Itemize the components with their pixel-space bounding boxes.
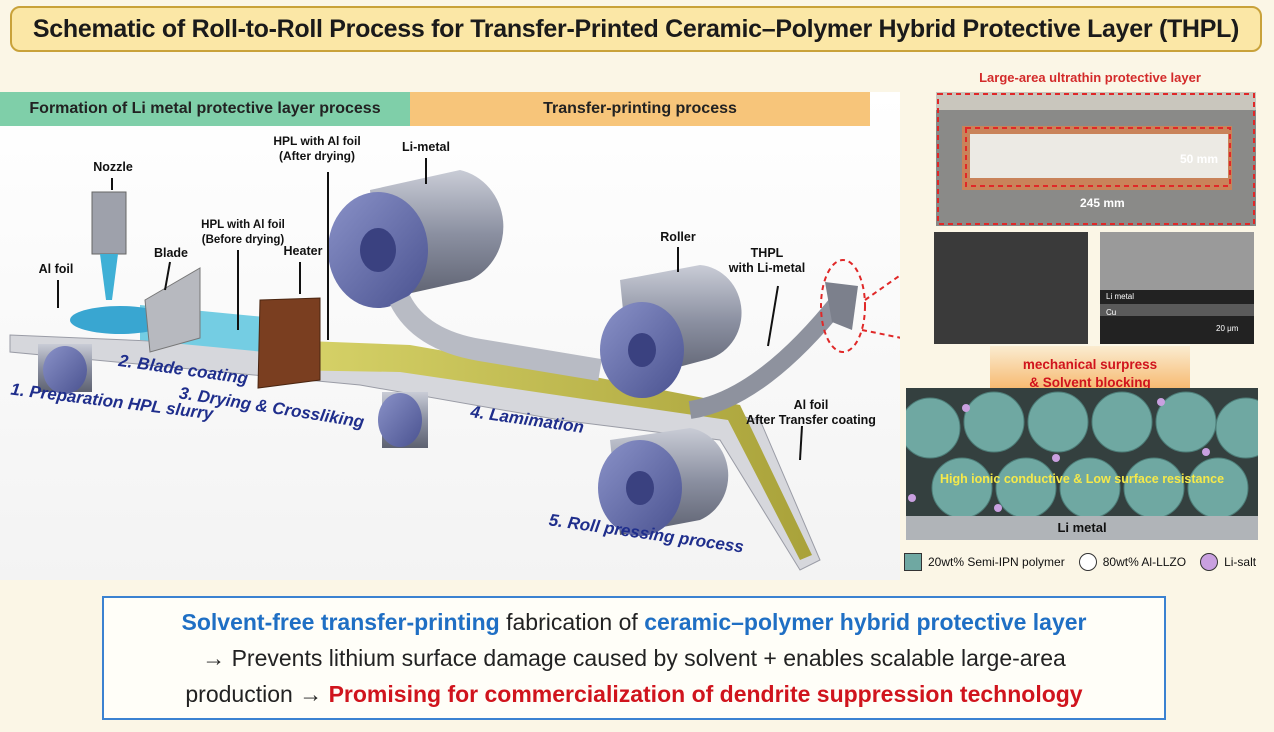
summary-box: Solvent-free transfer-printing fabricati… [102,596,1166,720]
summary-line1: Solvent-free transfer-printing fabricati… [104,604,1164,640]
label-al-foil-after-line2: After Transfer coating [746,413,876,427]
label-hpl-after: HPL with Al foil (After drying) [262,134,372,164]
label-li-metal: Li-metal [402,140,450,154]
page-title: Schematic of Roll-to-Roll Process for Tr… [10,6,1262,52]
label-thpl-line2: with Li-metal [728,261,806,275]
dim-width: 50 mm [1180,152,1219,166]
sem-top-view [934,232,1088,344]
legend-llzo: 80wt% Al-LLZO [1102,555,1187,569]
label-hpl-after-line2: (After drying) [279,149,355,163]
top-note-line1: mechanical surpress [1022,357,1158,372]
band-transfer: Transfer-printing process [410,92,870,126]
legend-polymer: 20wt% Semi-IPN polymer [928,555,1065,569]
middle-note: High ionic conductive & Low surface resi… [939,472,1225,486]
right-panel-title: Large-area ultrathin protective layer [979,70,1201,85]
sem-scale-label: 20 μm [1216,324,1239,333]
sem-cross-section: Li metal Cu 20 μm [1100,232,1254,344]
legend-llzo-swatch [1078,553,1097,571]
label-al-foil: Al foil [38,262,74,276]
blade-shape [144,267,201,353]
label-nozzle: Nozzle [93,160,133,174]
sem-li-label: Li metal [1106,292,1135,301]
legend-salt-swatch [1200,553,1219,571]
process-figure [0,92,900,580]
legend: 20wt% Semi-IPN polymer 80wt% Al-LLZO Li-… [904,552,1274,572]
summary-highlight-3: Promising for commercialization of dendr… [328,681,1083,707]
nozzle-drop [100,254,118,300]
label-heater: Heater [283,244,323,258]
summary-text-1: fabrication of [499,609,645,635]
nozzle-body [91,191,127,255]
label-hpl-before-line1: HPL with Al foil [201,219,285,231]
sem-cu-label: Cu [1106,308,1117,317]
summary-highlight-2: ceramic–polymer hybrid protective layer [644,609,1087,635]
dim-length: 245 mm [1080,196,1125,210]
band-formation: Formation of Li metal protective layer p… [0,92,410,126]
hpl-film [280,340,812,560]
label-thpl-line1: THPL [750,246,784,260]
label-hpl-before-line2: (Before drying) [201,234,285,246]
callout-arrows [57,158,803,461]
heater-block [257,297,321,389]
label-blade: Blade [153,246,189,260]
summary-highlight-1: Solvent-free transfer-printing [181,609,500,635]
structure-illustration: High ionic conductive & Low surface resi… [906,388,1258,540]
thpl-output [688,294,848,419]
slurry-puddle [70,306,170,334]
summary-line3: production → Promising for commercializa… [104,676,1164,712]
legend-salt: Li-salt [1224,555,1257,569]
base-label: Li metal [1057,520,1107,535]
spheres-drawing [906,388,1258,540]
photo-drawing [936,92,1256,226]
sample-photo: 50 mm 245 mm [936,92,1256,226]
summary-line2: → Prevents lithium surface damage caused… [202,645,1066,671]
top-note-line2: & Solvent blocking [1029,375,1151,390]
top-note: mechanical surpress & Solvent blocking [990,356,1190,392]
pressure-glow [990,346,1190,392]
label-thpl: THPL with Li-metal [722,246,812,276]
label-al-foil-after-line1: Al foil [793,398,829,412]
legend-polymer-swatch [904,553,922,571]
summary-text-2: production → [185,681,329,707]
label-al-foil-after: Al foil After Transfer coating [738,398,884,428]
process-drawing [9,158,900,571]
label-hpl-before: HPL with Al foil (Before drying) [188,218,298,248]
label-roller: Roller [660,230,696,244]
zoom-circle [820,259,866,353]
label-hpl-after-line1: HPL with Al foil [273,134,361,148]
